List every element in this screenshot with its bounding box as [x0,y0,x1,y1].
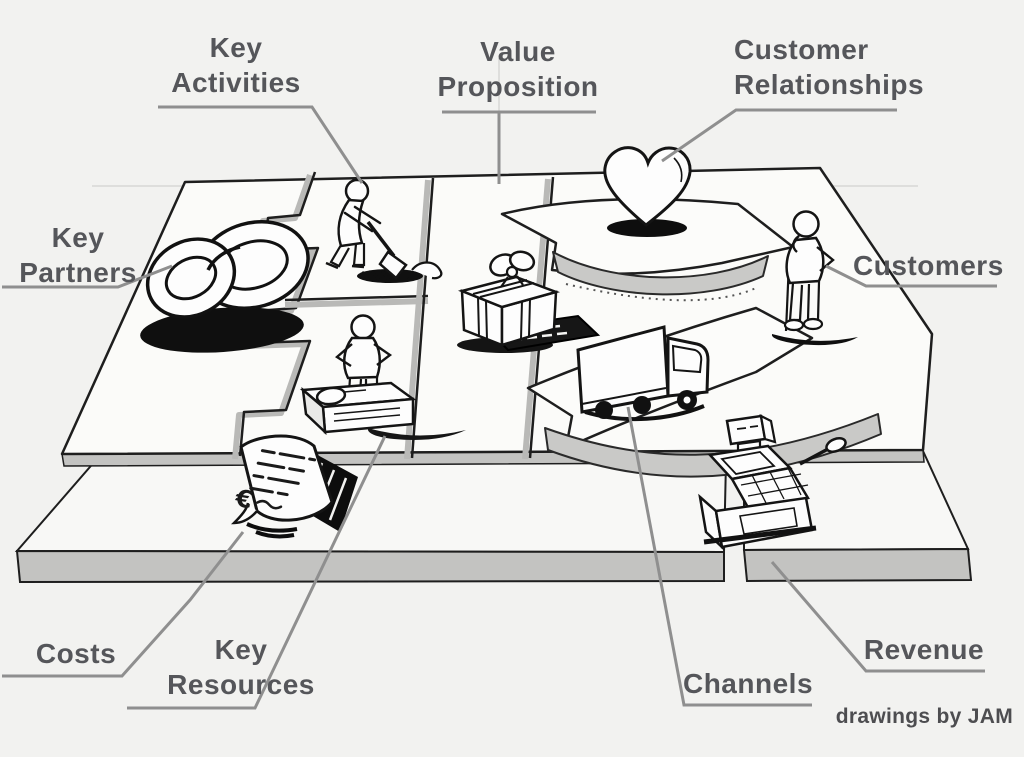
customer-relationships-leader [661,108,897,163]
label-channels: Channels [682,668,814,699]
costs-leader [2,531,245,678]
activities-resources-divider [284,294,429,302]
cost-receipt-icon: € [230,434,358,539]
worker-with-machine-icon [299,314,466,440]
svg-text:€: € [232,484,254,515]
key-partners-leader [2,264,173,289]
label-revenue: Revenue [863,634,985,665]
customers-leader [825,264,997,288]
label-customer-relationships: Customer Relationships [734,34,925,100]
label-key-partners: Key Partners [19,222,137,288]
delivery-truck-icon [576,325,710,422]
heart-icon [603,146,692,237]
label-value-proposition: Value Proposition [437,36,599,102]
label-costs: Costs [35,638,117,669]
label-key-resources: Key Resources [167,634,315,700]
jigsaw-edge-partners [238,171,320,457]
channels-leader [626,406,812,707]
cash-register-icon [698,414,847,551]
standing-customer-icon [771,210,858,346]
digging-worker-icon [325,178,443,283]
key-resources-leader [127,435,387,710]
costs-slab [14,458,728,584]
attribution: drawings by JAM [835,705,1013,728]
gift-box-icon [457,250,601,353]
label-key-activities: Key Activities [171,32,301,98]
interlocked-rings-icon [140,220,310,353]
revenue-leader [770,561,985,673]
upper-arc-wall [552,251,769,296]
key-activities-leader [158,105,364,184]
leader-lines [2,105,997,710]
label-customers: Customers [853,250,1004,281]
lower-arc-wall [544,413,882,478]
value-proposition-leader [442,110,596,184]
